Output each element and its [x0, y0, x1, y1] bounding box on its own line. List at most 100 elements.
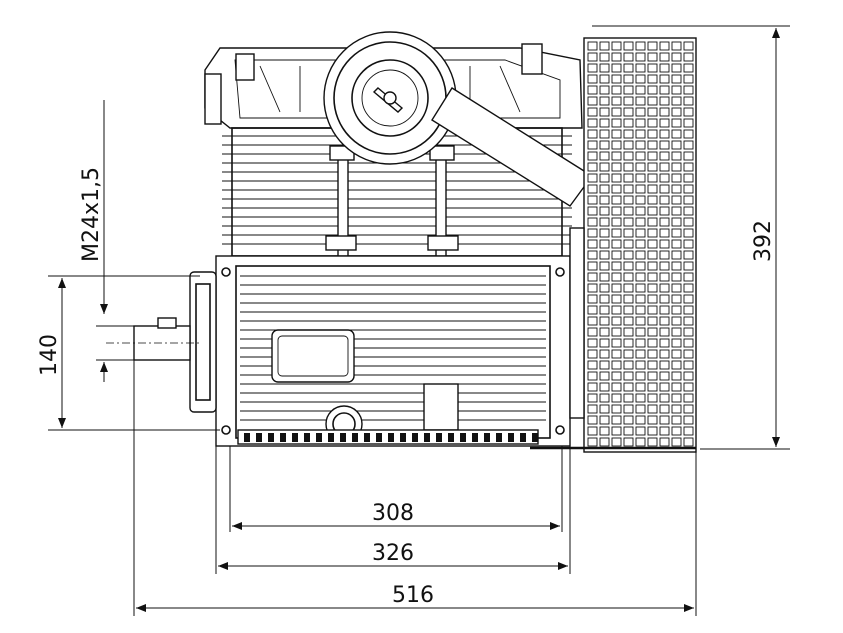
grid-cell [599, 294, 610, 304]
grid-cell [599, 228, 610, 238]
grid-cell [647, 250, 658, 260]
grid-cell [587, 74, 598, 84]
grid-cell [635, 228, 646, 238]
base-slot [244, 433, 250, 442]
base-slot [316, 433, 322, 442]
base-slot [484, 433, 490, 442]
grid-cell [611, 316, 622, 326]
grid-cell [611, 349, 622, 359]
grid-cell [671, 371, 682, 381]
dim-total-width-label: 516 [392, 583, 434, 608]
motor-body [215, 255, 571, 447]
grid-cell [599, 415, 610, 425]
grid-cell [647, 96, 658, 106]
grid-cell [659, 338, 670, 348]
grid-cell [599, 261, 610, 271]
base-slot [304, 433, 310, 442]
grid-cell [671, 250, 682, 260]
grid-cell [635, 415, 646, 425]
grid-cell [611, 239, 622, 249]
grid-cell [623, 74, 634, 84]
grid-cell [587, 217, 598, 227]
grid-cell [659, 261, 670, 271]
grid-cell [623, 250, 634, 260]
grid-cell [683, 239, 694, 249]
grid-cell [611, 173, 622, 183]
grid-cell [635, 426, 646, 436]
grid-cell [659, 437, 670, 447]
grid-cell [671, 294, 682, 304]
grid-cell [635, 371, 646, 381]
grid-cell [599, 195, 610, 205]
dimension-lines [48, 25, 790, 616]
grid-cell [587, 404, 598, 414]
grid-cell [611, 107, 622, 117]
grid-cell [623, 206, 634, 216]
grid-cell [671, 327, 682, 337]
base-slot [412, 433, 418, 442]
grid-cell [671, 173, 682, 183]
grid-cell [599, 327, 610, 337]
grid-cell [671, 118, 682, 128]
grid-cell [635, 294, 646, 304]
grid-cell [647, 327, 658, 337]
grid-cell [659, 327, 670, 337]
grid-cell [599, 41, 610, 51]
grid-cell [659, 206, 670, 216]
grid-cell [683, 261, 694, 271]
grid-cell [683, 107, 694, 117]
grid-cell [611, 184, 622, 194]
grid-cell [611, 228, 622, 238]
grid-cell [587, 305, 598, 315]
grid-cell [659, 316, 670, 326]
grid-cell [647, 393, 658, 403]
grid-cell [611, 118, 622, 128]
grid-cell [623, 272, 634, 282]
pulley-assembly [323, 31, 594, 207]
grid-cell [623, 96, 634, 106]
grid-cell [671, 261, 682, 271]
base-slot [256, 433, 262, 442]
grid-cell [647, 272, 658, 282]
grid-cell [671, 415, 682, 425]
grid-cell [647, 195, 658, 205]
grid-cell [659, 129, 670, 139]
grid-cell [659, 140, 670, 150]
grid-cell [599, 74, 610, 84]
grid-cell [587, 239, 598, 249]
grid-cell [647, 305, 658, 315]
grid-cell [623, 107, 634, 117]
grid-cell [659, 360, 670, 370]
grid-cell [611, 162, 622, 172]
grid-cell [671, 96, 682, 106]
grid-cell [683, 426, 694, 436]
grid-cell [623, 140, 634, 150]
grid-cell [635, 261, 646, 271]
grid-cell [611, 426, 622, 436]
grid-cell [623, 52, 634, 62]
grid-cell [623, 162, 634, 172]
dim-inner-width-label: 308 [372, 501, 414, 526]
grid-cell [659, 107, 670, 117]
grid-cell [599, 118, 610, 128]
grid-cell [659, 239, 670, 249]
grid-cell [623, 129, 634, 139]
grid-cell [683, 85, 694, 95]
grid-cell [599, 316, 610, 326]
base-slot [352, 433, 358, 442]
grid-cell [659, 74, 670, 84]
grid-cell [671, 85, 682, 95]
grid-cell [659, 173, 670, 183]
grid-cell [647, 107, 658, 117]
grid-cell [647, 426, 658, 436]
grid-cell [683, 272, 694, 282]
grid-cell [671, 63, 682, 73]
grid-cell [683, 129, 694, 139]
grid-cell [683, 404, 694, 414]
grid-cell [611, 52, 622, 62]
grid-cell [659, 217, 670, 227]
grid-cell [623, 118, 634, 128]
grid-cell [659, 415, 670, 425]
grid-cell [599, 404, 610, 414]
grid-cell [635, 250, 646, 260]
